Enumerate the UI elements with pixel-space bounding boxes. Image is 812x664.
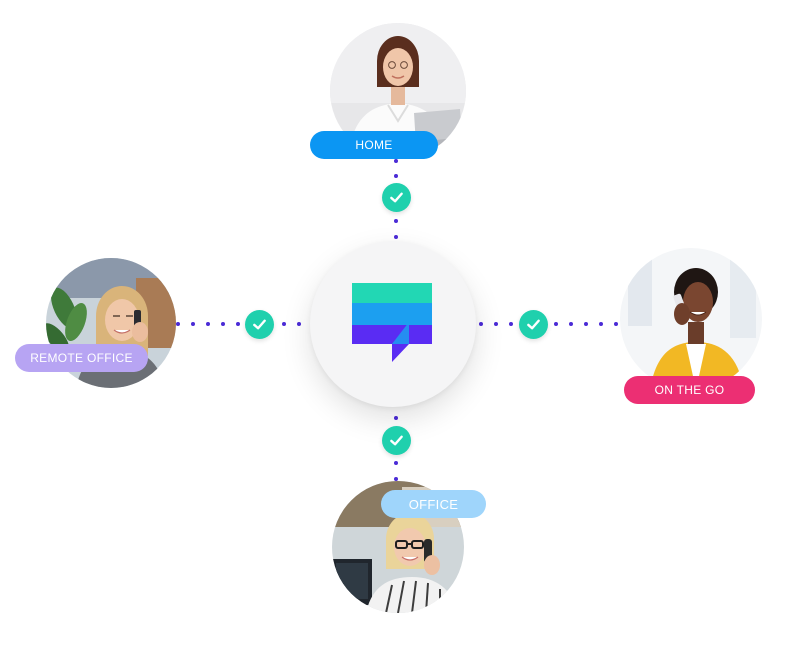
on-the-go-label: ON THE GO [624,376,755,404]
on-the-go-avatar [620,248,762,390]
checkmark-icon [390,192,403,203]
checkmark-icon [253,319,266,330]
remote-office-label: REMOTE OFFICE [15,344,148,372]
remote-office-check-badge [245,310,274,339]
on-the-go-check-badge [519,310,548,339]
woman-on-mobile-photo [620,248,762,390]
office-check-badge [382,426,411,455]
home-check-badge [382,183,411,212]
checkmark-icon [527,319,540,330]
checkmark-icon [390,435,403,446]
home-label: HOME [310,131,438,159]
office-label: OFFICE [381,490,486,518]
chat-bubble-logo-icon [352,283,432,362]
central-hub [310,241,476,407]
